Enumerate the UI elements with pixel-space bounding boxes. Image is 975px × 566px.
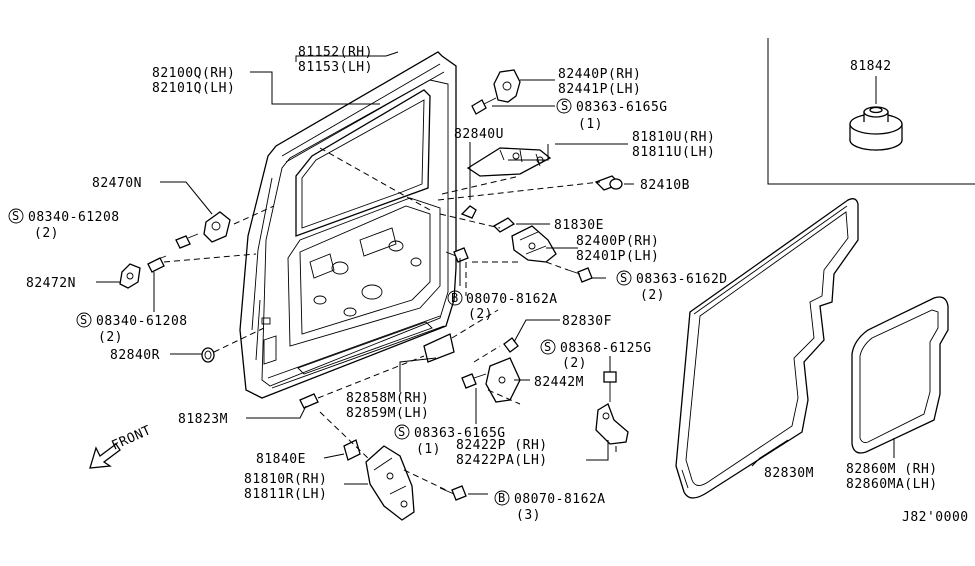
- inset-frame: [767, 38, 975, 185]
- hinge-82400p: [511, 225, 557, 263]
- weatherstrip-82860m: [851, 296, 949, 454]
- label-82840u: 82840U: [454, 127, 504, 142]
- grommet-81842: [849, 106, 903, 151]
- label-s2-code: 08340-61208: [28, 210, 120, 225]
- label-b2-code: 08070-8162A: [514, 492, 606, 507]
- label-s5-code: 08368-6125G: [560, 341, 652, 356]
- label-82422pa: 82422PA(LH): [456, 453, 548, 468]
- label-81823m: 81823M: [178, 412, 228, 427]
- bolt-08070-8162a-2: [445, 247, 469, 263]
- bolt-82410b: [594, 175, 623, 191]
- label-82858m: 82858M(RH): [346, 391, 429, 406]
- label-b2-qty: (3): [516, 508, 541, 523]
- label-s1-qty: (1): [578, 117, 603, 132]
- bracket-82440p: [493, 69, 521, 103]
- label-81810u: 81810U(RH): [632, 130, 715, 145]
- label-82410b: 82410B: [640, 178, 690, 193]
- label-s4-code: 08340-61208: [96, 314, 188, 329]
- label-81152: 81152(RH): [298, 45, 373, 60]
- label-82470n: 82470N: [92, 176, 142, 191]
- weatherstrip-82830m: [675, 198, 859, 499]
- label-b1-qty: (2): [468, 307, 493, 322]
- door-panel: [239, 51, 457, 399]
- symbol-s-6: S: [398, 425, 406, 439]
- hinge-81810u: [466, 147, 552, 177]
- symbol-s-2: S: [12, 209, 20, 223]
- label-82400p: 82400P(RH): [576, 234, 659, 249]
- label-82441p: 82441P(LH): [558, 82, 641, 97]
- label-82840r: 82840R: [110, 348, 160, 363]
- bracket-82472n: [119, 263, 141, 289]
- hinge-81810r: [365, 445, 415, 521]
- symbol-s-5: S: [544, 340, 552, 354]
- bracket-82470n: [203, 211, 231, 243]
- symbol-b-1: B: [451, 291, 459, 305]
- symbol-s-3: S: [620, 271, 628, 285]
- label-82860m: 82860M (RH): [846, 462, 938, 477]
- label-82859m: 82859M(LH): [346, 406, 429, 421]
- clip-82830f: [503, 337, 519, 353]
- cap-82840u: [460, 205, 477, 219]
- diagram-id: J82'0000: [902, 510, 969, 525]
- symbol-b-2: B: [498, 491, 506, 505]
- label-81842: 81842: [850, 59, 892, 74]
- label-b1-code: 08070-8162A: [466, 292, 558, 307]
- label-s4-qty: (2): [98, 330, 123, 345]
- symbol-s-4: S: [80, 313, 88, 327]
- label-82442m: 82442M: [534, 375, 584, 390]
- label-81811u: 81811U(LH): [632, 145, 715, 160]
- label-s3-qty: (2): [640, 288, 665, 303]
- front-arrow-icon: [89, 443, 121, 469]
- label-81810r: 81810R(RH): [244, 472, 327, 487]
- dashed-lines: [163, 147, 617, 491]
- roller-82422p: [595, 403, 629, 445]
- plate-81830e: [492, 217, 516, 233]
- label-s3-code: 08363-6162D: [636, 272, 728, 287]
- label-front: FRONT: [110, 423, 154, 454]
- label-82100q: 82100Q(RH): [152, 66, 235, 81]
- label-82401p: 82401P(LH): [576, 249, 659, 264]
- label-82472n: 82472N: [26, 276, 76, 291]
- label-82860ma: 82860MA(LH): [846, 477, 938, 492]
- strip-81823m: [299, 393, 319, 409]
- label-82101q: 82101Q(LH): [152, 81, 235, 96]
- bolt-08363-6162d: [567, 267, 593, 283]
- label-81153: 81153(LH): [298, 60, 373, 75]
- symbol-circles: [8, 98, 632, 506]
- label-82422p: 82422P (RH): [456, 438, 548, 453]
- label-81811r: 81811R(LH): [244, 487, 327, 502]
- label-82440p: 82440P(RH): [558, 67, 641, 82]
- label-82830f: 82830F: [562, 314, 612, 329]
- label-s6-qty: (1): [416, 442, 441, 457]
- bolt-08363-6165g-lower: [461, 373, 487, 389]
- leader-lines: [96, 51, 895, 495]
- label-81830e: 81830E: [554, 218, 604, 233]
- bolt-08363-6165g-top: [471, 97, 497, 115]
- label-82830m: 82830M: [764, 466, 814, 481]
- bolt-08368-6125g: [603, 371, 617, 402]
- label-s5-qty: (2): [562, 356, 587, 371]
- label-s1-code: 08363-6165G: [576, 100, 668, 115]
- bolt-08070-8162a-3: [439, 485, 467, 501]
- bolt-08340-61208-lower: [147, 255, 167, 273]
- label-s2-qty: (2): [34, 226, 59, 241]
- label-81840e: 81840E: [256, 452, 306, 467]
- grommet-82840r: [201, 347, 215, 363]
- symbol-s-1: S: [561, 99, 569, 113]
- plate-81840e: [343, 439, 361, 461]
- panel-82858m: [423, 333, 455, 363]
- label-s6-code: 08363-6165G: [414, 426, 506, 441]
- bolt-08340-61208-top: [175, 233, 199, 249]
